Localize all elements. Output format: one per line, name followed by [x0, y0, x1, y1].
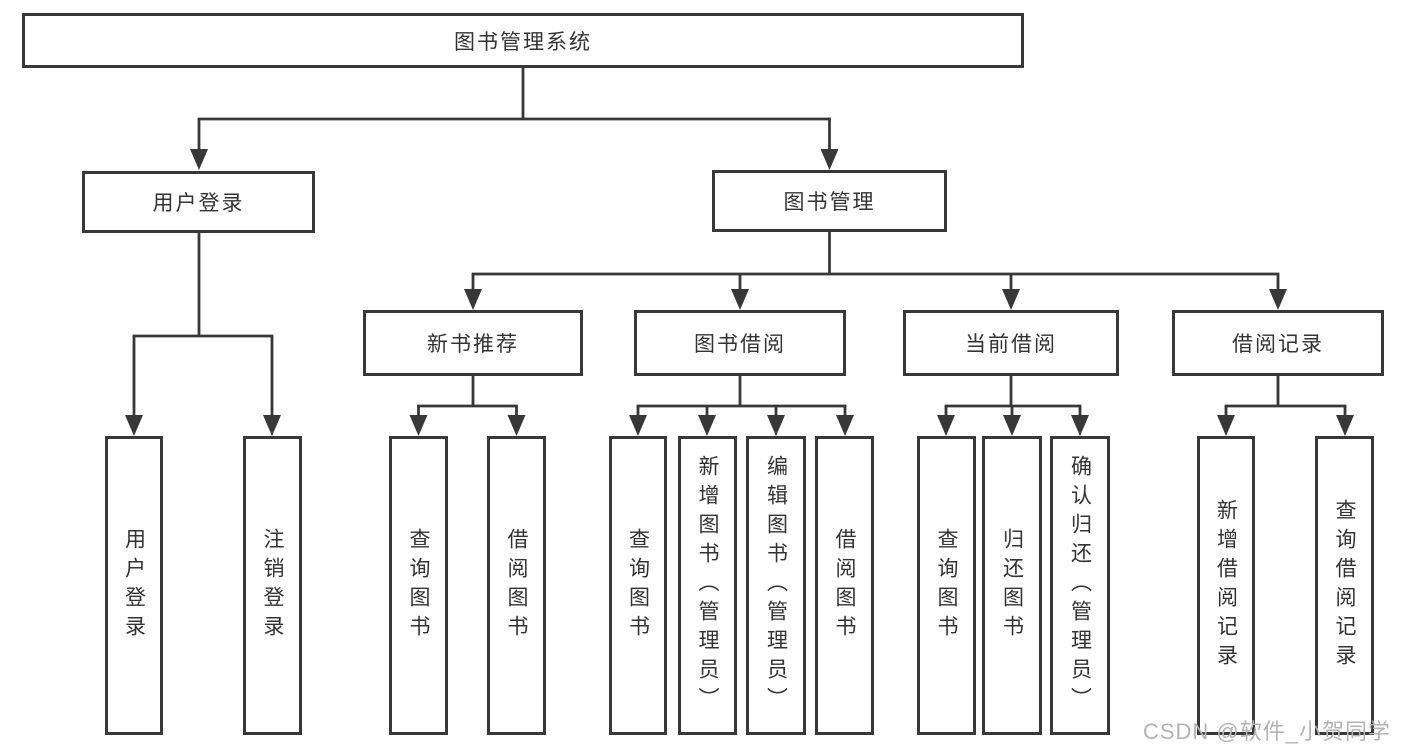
leaf-query-borrow-record: 查询借阅记录 [1315, 436, 1374, 735]
leaf-return-book: 归还图书 [982, 436, 1042, 735]
leaf-logout: 注销登录 [243, 436, 302, 735]
node-label: 新增图书（管理员） [696, 455, 719, 716]
node-book-borrowing: 图书借阅 [634, 310, 846, 376]
node-label: 编辑图书（管理员） [764, 455, 788, 716]
csdn-watermark: CSDN @软件_小贺同学 [1142, 719, 1391, 744]
node-label: 查询图书 [626, 527, 650, 644]
leaf-borrow-books-recommend: 借阅图书 [487, 436, 546, 735]
node-library-management-system: 图书管理系统 [22, 13, 1024, 68]
node-label: 注销登录 [261, 527, 284, 644]
node-book-management: 图书管理 [712, 170, 947, 232]
node-label: 归还图书 [1000, 527, 1024, 644]
node-label: 查询图书 [935, 527, 958, 644]
node-borrowing-records: 借阅记录 [1172, 310, 1384, 376]
node-label: 查询借阅记录 [1333, 498, 1356, 673]
leaf-query-books-recommend: 查询图书 [389, 436, 448, 735]
node-label: 借阅图书 [833, 527, 856, 644]
node-label: 用户登录 [122, 527, 146, 644]
node-new-book-recommendation: 新书推荐 [363, 310, 583, 376]
node-label: 借阅图书 [505, 527, 528, 644]
node-label: 新增借阅记录 [1214, 498, 1238, 673]
node-label: 查询图书 [407, 527, 430, 644]
leaf-add-borrow-record: 新增借阅记录 [1197, 436, 1255, 735]
leaf-user-login: 用户登录 [105, 436, 163, 735]
leaf-borrow-books-borrow: 借阅图书 [815, 436, 874, 735]
leaf-confirm-return-admin: 确认归还（管理员） [1050, 436, 1110, 735]
leaf-query-books-borrow: 查询图书 [609, 436, 667, 735]
node-current-borrowing: 当前借阅 [903, 310, 1119, 376]
node-label: 确认归还（管理员） [1068, 455, 1092, 716]
leaf-add-book-admin: 新增图书（管理员） [678, 436, 737, 735]
leaf-query-books-current: 查询图书 [917, 436, 976, 735]
node-user-login: 用户登录 [82, 171, 315, 233]
leaf-edit-book-admin: 编辑图书（管理员） [746, 436, 806, 735]
